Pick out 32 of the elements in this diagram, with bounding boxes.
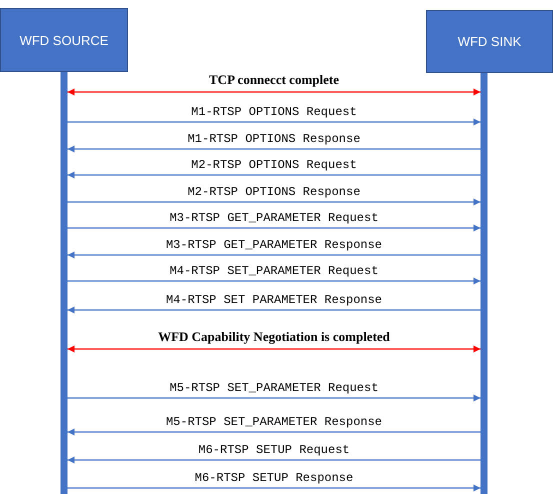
message-label: WFD Capability Negotiation is completed: [158, 330, 390, 343]
lifeline: [426, 10, 553, 494]
message-label: M4-RTSP SET PARAMETER Response: [166, 294, 382, 307]
message-label: TCP connecct complete: [209, 73, 339, 86]
arrow: [68, 278, 480, 284]
arrow: [68, 484, 480, 492]
message-label: M5-RTSP SET_PARAMETER Request: [170, 382, 378, 395]
arrow: [68, 118, 480, 126]
participant-box: WFD SOURCE: [0, 8, 128, 72]
participant-box: WFD SINK: [426, 10, 553, 73]
arrow: [68, 88, 480, 96]
arrow: [68, 198, 480, 206]
message-label: M5-RTSP SET_PARAMETER Response: [166, 416, 382, 429]
message-label: M4-RTSP SET_PARAMETER Request: [170, 265, 378, 278]
message-label: M6-RTSP SETUP Request: [198, 444, 350, 457]
message-label: M1-RTSP OPTIONS Response: [188, 133, 360, 146]
arrow: [68, 394, 480, 402]
message-label: M2-RTSP OPTIONS Response: [188, 186, 360, 199]
arrow: [68, 306, 480, 314]
arrow: [68, 456, 480, 464]
arrow: [68, 428, 480, 436]
message-label: M2-RTSP OPTIONS Request: [191, 159, 357, 172]
arrow: [68, 172, 480, 178]
arrow: [68, 252, 480, 258]
message-label: M1-RTSP OPTIONS Request: [191, 106, 357, 119]
arrow: [68, 224, 480, 232]
message-label: M3-RTSP GET_PARAMETER Response: [166, 239, 382, 252]
message-label: M6-RTSP SETUP Response: [194, 472, 354, 485]
arrow: [68, 146, 480, 152]
lifeline: [0, 8, 128, 494]
message-label: M3-RTSP GET_PARAMETER Request: [170, 212, 378, 225]
arrow: [68, 346, 480, 352]
